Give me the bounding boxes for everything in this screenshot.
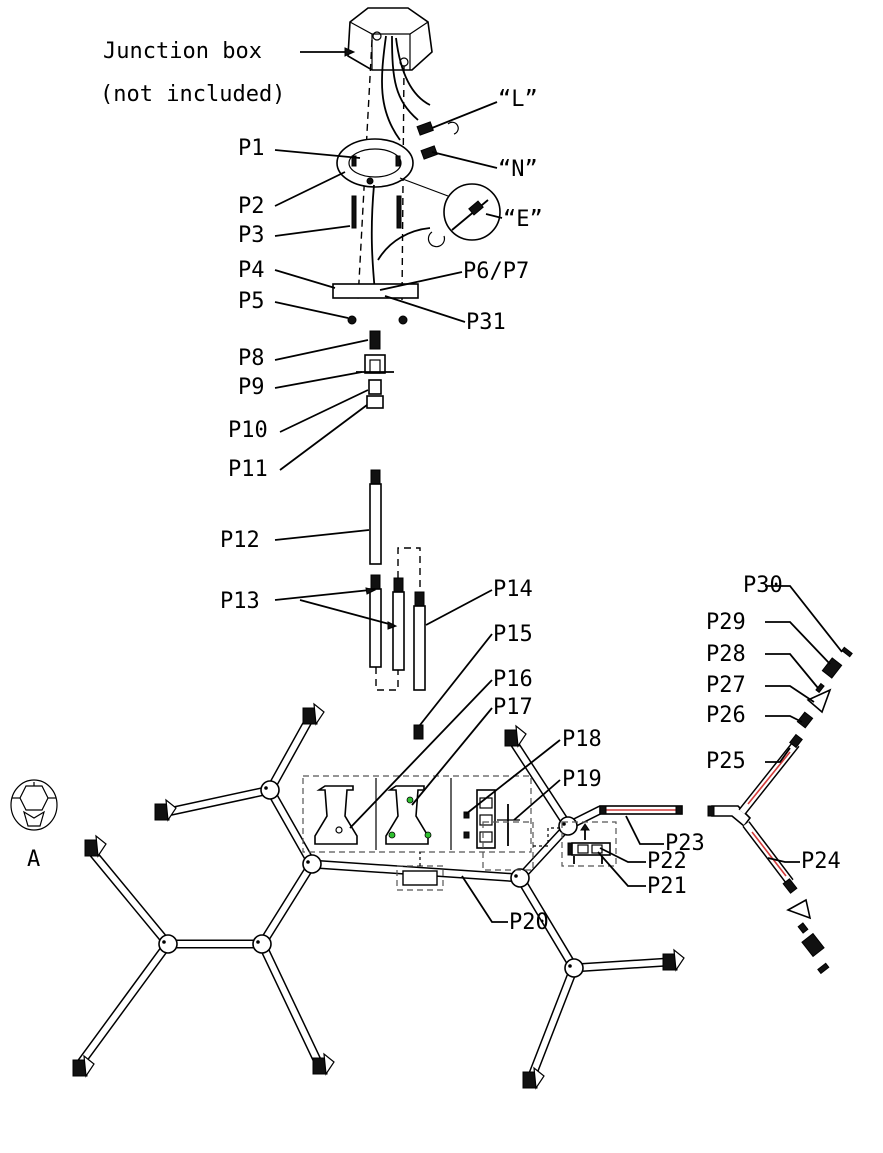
frame: [72, 702, 685, 1090]
mounting-screws: [351, 195, 402, 229]
mounting-plate: [336, 138, 414, 188]
label-p26: P26: [706, 703, 746, 728]
supply-wire: [381, 35, 401, 141]
label-p27: P27: [706, 673, 746, 698]
earth-wire-label: “E”: [503, 207, 543, 232]
frame-tube-inner-2: [165, 787, 273, 815]
label-p3: P3: [238, 223, 265, 248]
label-p24: P24: [801, 849, 841, 874]
hook-bracket: [356, 354, 394, 374]
label-p31: P31: [466, 310, 506, 335]
label-p28: P28: [706, 642, 746, 667]
light-shade-4: [533, 1066, 545, 1090]
bulb-illustration: [10, 779, 58, 831]
nipple-p15: [413, 724, 424, 740]
label-p22: P22: [647, 849, 687, 874]
crossbar: [332, 283, 419, 299]
frame-tube-inner-5: [509, 737, 571, 829]
frame-tube-inner-14: [77, 941, 171, 1067]
label-p21: P21: [647, 874, 687, 899]
frame-screw-5: [256, 940, 260, 944]
label-p1: P1: [238, 136, 265, 161]
frame-tube-inner-8: [529, 965, 577, 1079]
threaded-nipple: [369, 330, 381, 350]
label-p6-p7: P6/P7: [463, 259, 529, 284]
rods-p13: [369, 574, 426, 691]
label-p15: P15: [493, 622, 533, 647]
frame-tube-inner-13: [89, 849, 171, 947]
center-connector: [402, 870, 438, 886]
junction-box-label-line2: (not included): [100, 82, 285, 107]
supply-wire-3: [395, 37, 431, 106]
light-shade-3: [673, 948, 685, 972]
label-p17: P17: [493, 695, 533, 720]
label-p20: P20: [509, 910, 549, 935]
label-p29: P29: [706, 610, 746, 635]
label-p10: P10: [228, 418, 268, 443]
label-p8: P8: [238, 346, 265, 371]
label-p13: P13: [220, 589, 260, 614]
light-shade-7: [95, 834, 107, 858]
detail-box-right: [561, 821, 617, 867]
frame-joint-6: [158, 934, 178, 954]
light-shade-2: [515, 724, 527, 748]
bulb-label: A: [27, 847, 40, 872]
label-p23: P23: [665, 831, 705, 856]
frame-tube-inner-9: [571, 959, 671, 971]
coupler: [366, 395, 384, 409]
frame-joint-2: [510, 868, 530, 888]
label-p5: P5: [238, 289, 265, 314]
frame-tube-inner-12: [259, 941, 321, 1065]
frame-joint-1: [260, 780, 280, 800]
label-p9: P9: [238, 375, 265, 400]
live-wire-label: “L”: [498, 87, 538, 112]
light-shade-1: [165, 798, 177, 822]
frame-joint-0: [302, 854, 322, 874]
junction-box-label-line1: Junction box: [103, 39, 262, 64]
frame-screw-6: [162, 940, 166, 944]
label-p14: P14: [493, 577, 533, 602]
frame-screw-3: [562, 822, 566, 826]
nut-left: [347, 315, 357, 325]
label-p4: P4: [238, 258, 265, 283]
frame-joint-5: [252, 934, 272, 954]
light-shade-6: [83, 1054, 95, 1078]
frame-screw-1: [264, 786, 268, 790]
frame-tube-inner-7: [517, 875, 577, 971]
frame-screw-4: [568, 964, 572, 968]
label-p19: P19: [562, 767, 602, 792]
label-p2: P2: [238, 194, 265, 219]
earth-detail: [399, 177, 501, 248]
nut-right: [398, 315, 408, 325]
light-shade-5: [323, 1052, 335, 1076]
label-p12: P12: [220, 528, 260, 553]
frame-screw-0: [306, 860, 310, 864]
wire-connectors: [416, 121, 459, 160]
light-shade-0: [313, 702, 325, 726]
detail-box-top: [302, 775, 532, 853]
frame-tube-inner-1: [267, 715, 313, 793]
supply-wire-2: [391, 35, 419, 121]
swivel-part: [368, 379, 382, 395]
frame-joint-4: [564, 958, 584, 978]
frame-screw-2: [514, 874, 518, 878]
internal-wire: [370, 184, 376, 293]
frame-tube-inner-4: [517, 823, 571, 881]
arm-p23: [599, 805, 683, 815]
label-p16: P16: [493, 667, 533, 692]
label-p11: P11: [228, 457, 268, 482]
frame-tube-inner-0: [267, 787, 315, 867]
junction-box: [347, 7, 433, 71]
exploded-arm: [707, 646, 853, 975]
label-p25: P25: [706, 749, 746, 774]
rod-p12: [369, 469, 382, 565]
label-p18: P18: [562, 727, 602, 752]
neutral-wire-label: “N”: [498, 157, 538, 182]
frame-tube-inner-10: [259, 861, 315, 947]
junction-box-arrow: [344, 47, 356, 57]
